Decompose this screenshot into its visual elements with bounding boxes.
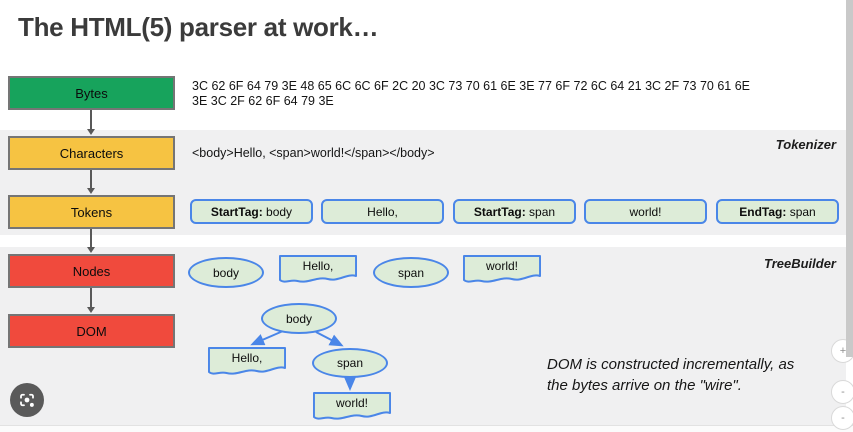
text-node-label: Hello, <box>231 351 263 365</box>
edge-button-bottom[interactable]: - <box>831 406 853 430</box>
text-node-shape-icon <box>208 347 286 375</box>
bottom-edge-strip <box>0 425 853 432</box>
token-value: body <box>262 204 293 219</box>
characters-string: <body>Hello, <span>world!</span></body> <box>192 146 435 160</box>
token-value: Hello, <box>367 204 398 219</box>
token-value: span <box>525 204 556 219</box>
stage-box-tokens: Tokens <box>8 195 175 229</box>
stage-box-dom: DOM <box>8 314 175 348</box>
token-value: world! <box>629 204 662 219</box>
token-value: span <box>786 204 816 219</box>
tree-node-body: body <box>261 303 337 334</box>
stage-box-characters: Characters <box>8 136 175 170</box>
arrow-nodes-to-dom-icon <box>87 288 95 313</box>
tree-node-span: span <box>312 348 388 378</box>
token-label: EndTag: <box>739 204 787 219</box>
lens-camera-button[interactable] <box>10 383 44 417</box>
node-ellipse-body: body <box>188 257 264 288</box>
token-starttag-body: StartTag: body <box>190 199 313 224</box>
arrow-characters-to-tokens-icon <box>87 170 95 194</box>
stage-box-bytes: Bytes <box>8 76 175 110</box>
text-node-label: world! <box>335 396 368 410</box>
page-title: The HTML(5) parser at work… <box>18 12 379 42</box>
scrollbar-thumb[interactable] <box>846 0 853 357</box>
tree-text-node-hello: Hello, <box>208 347 286 377</box>
dom-note-line-2: the bytes arrive on the "wire". <box>547 377 742 394</box>
edge-button-middle[interactable]: - <box>831 380 853 404</box>
dom-tree-edges-icon <box>250 330 356 391</box>
bytes-hex-line-1: 3C 62 6F 64 79 3E 48 65 6C 6C 6F 2C 20 3… <box>192 79 751 93</box>
text-node-world: world! <box>463 255 541 285</box>
treebuilder-label: TreeBuilder <box>763 256 836 271</box>
bytes-hex-line-2: 3E 3C 2F 62 6F 64 79 3E <box>192 94 334 108</box>
text-node-hello: Hello, <box>279 255 357 285</box>
text-node-shape-icon <box>313 392 391 420</box>
token-starttag-span: StartTag: span <box>453 199 576 224</box>
arrow-tokens-to-nodes-icon <box>87 229 95 253</box>
arrow-bytes-to-characters-icon <box>87 110 95 135</box>
token-label: StartTag: <box>210 204 263 219</box>
token-endtag-span: EndTag: span <box>716 199 839 224</box>
text-node-shape-icon <box>463 255 541 283</box>
camera-icon <box>20 393 34 407</box>
text-node-label: Hello, <box>302 259 334 273</box>
node-ellipse-span: span <box>373 257 449 288</box>
stage-box-nodes: Nodes <box>8 254 175 288</box>
token-label: StartTag: <box>473 204 526 219</box>
text-node-shape-icon <box>279 255 357 283</box>
text-node-label: world! <box>485 259 518 273</box>
dom-note-line-1: DOM is constructed incrementally, as <box>547 356 795 373</box>
token-text-hello: Hello, <box>321 199 444 224</box>
token-text-world: world! <box>584 199 707 224</box>
tree-text-node-world: world! <box>313 392 391 422</box>
tokenizer-label: Tokenizer <box>775 137 836 152</box>
